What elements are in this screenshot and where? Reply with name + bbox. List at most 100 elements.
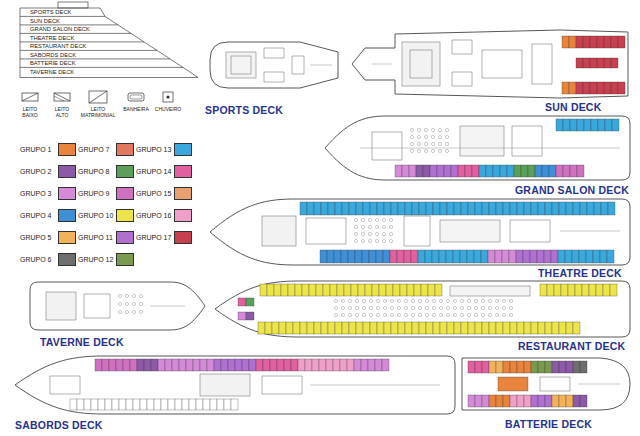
table [481,313,484,316]
cabin [333,359,340,371]
legend-swatch [174,165,192,178]
cabin [597,58,604,68]
table [453,313,456,316]
table [439,306,442,309]
cabin [488,250,495,263]
table [375,232,378,235]
deck-room [402,42,440,86]
cabin [398,202,405,215]
table [334,306,337,309]
deck-room [46,292,76,320]
hull-outline [30,282,205,330]
cabin [217,399,224,410]
cabin [98,399,105,410]
deck-room [460,126,504,156]
table [495,306,498,309]
cabin [112,399,119,410]
cabin [355,250,362,263]
table [410,128,413,131]
legend-text: BANHEIRA [120,106,152,112]
profile-line [20,58,170,59]
cabin [604,82,611,94]
cabin [597,36,604,48]
table [334,313,337,316]
cabin [570,165,577,177]
cabin [249,359,256,371]
table [389,225,392,228]
cabin [321,322,328,334]
grand-salon-deck-plan [325,116,630,180]
cabin [502,250,509,263]
legend-text: GRUPO 13 [136,145,171,154]
cabin [510,322,517,334]
funnel [58,2,88,8]
table [411,299,414,302]
table [445,135,448,138]
cabin [161,399,168,410]
table [348,313,351,316]
cabin [517,361,524,373]
cabin [144,359,151,371]
legend-text: LEITO MATRIMONIAL [79,106,117,118]
table [368,225,371,228]
table [509,306,512,309]
sabords-deck-plan [15,356,455,414]
cabin [193,359,200,371]
cabin [133,399,140,410]
table [382,232,385,235]
cabin [583,58,590,68]
table [368,218,371,221]
profile-line [20,41,144,42]
table [397,313,400,316]
cabin [314,322,321,334]
cabin [489,361,496,373]
cabin [603,284,610,296]
cabin [461,322,468,334]
cabin [556,119,563,131]
cabin [559,322,566,334]
taverne-deck-plan [30,282,205,330]
table [383,299,386,302]
legend-text: GRUPO 6 [20,255,52,264]
table [431,135,434,138]
cabin [608,202,615,215]
cabin [565,250,572,263]
cabin [611,58,618,68]
table [411,306,414,309]
cabin [510,202,517,215]
deck-room [450,286,530,296]
deck-title: SPORTS DECK [205,104,283,116]
cabin [444,165,451,177]
batterie-deck-plan [462,358,630,410]
cabin [207,359,214,371]
cabin [482,322,489,334]
cabin [590,58,597,68]
table [362,306,365,309]
cabin [347,359,354,371]
cabin [421,284,428,296]
table [467,313,470,316]
cabin [612,119,619,131]
cabin [460,250,467,263]
cabin [242,359,249,371]
profile-line [20,8,21,78]
cabin [587,202,594,215]
cabin [370,202,377,215]
cabin [335,202,342,215]
cabin [342,322,349,334]
cabin [312,359,319,371]
legend-swatch [174,209,192,222]
deck-room [540,377,570,391]
profile-line [20,33,131,34]
cabin [583,82,590,94]
cabin [507,165,514,177]
cabin [414,284,421,296]
table [397,306,400,309]
cabin [140,399,147,410]
table [348,299,351,302]
cabin [489,322,496,334]
legend-swatch [116,143,134,156]
cabin [419,202,426,215]
cabin [284,359,291,371]
profile-line [20,50,157,51]
